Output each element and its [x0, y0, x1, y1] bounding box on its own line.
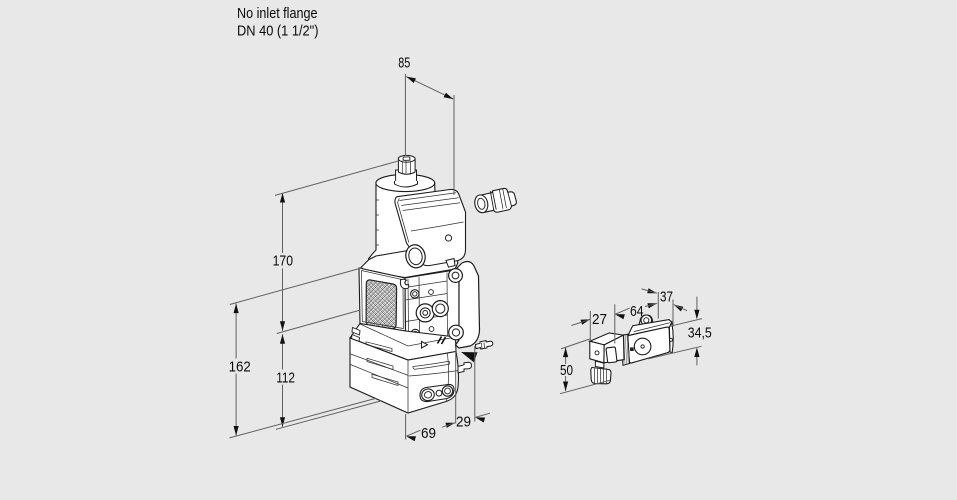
svg-text:85: 85: [398, 54, 410, 71]
svg-text:29: 29: [456, 413, 471, 430]
svg-text:112: 112: [276, 370, 295, 387]
svg-text:64: 64: [630, 303, 644, 320]
svg-text:162: 162: [229, 359, 251, 376]
svg-text:37: 37: [660, 289, 673, 306]
svg-text:34,5: 34,5: [688, 324, 712, 341]
svg-text:DN 40 (1 1/2"): DN 40 (1 1/2"): [237, 23, 319, 40]
svg-text:170: 170: [273, 253, 293, 270]
svg-text:No inlet flange: No inlet flange: [237, 5, 318, 22]
svg-text:27: 27: [592, 311, 607, 328]
svg-text:69: 69: [421, 425, 436, 442]
svg-text:50: 50: [560, 362, 573, 379]
